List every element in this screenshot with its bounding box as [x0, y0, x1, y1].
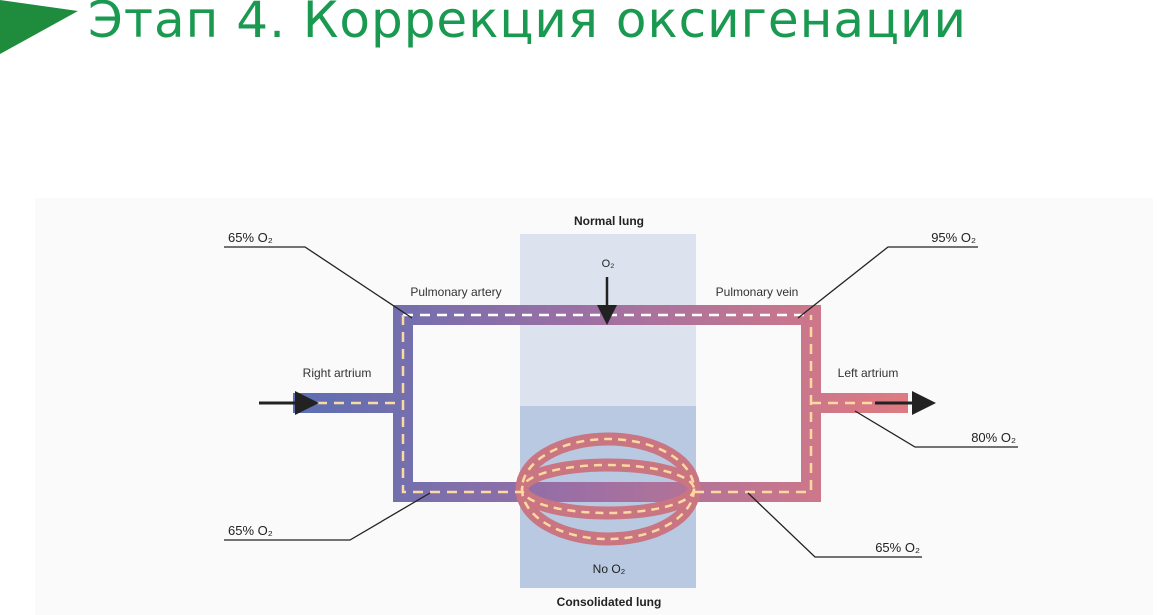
slide-title: Этап 4. Коррекция оксигенации [88, 0, 968, 49]
saturation-lower-right: 65% O₂ [875, 540, 920, 555]
normal-lung-label: Normal lung [574, 214, 644, 228]
pulmonary-vein-label: Pulmonary vein [716, 285, 799, 299]
no-o2-label: No O₂ [593, 562, 626, 576]
o2-label: O₂ [602, 258, 615, 270]
saturation-pulmonary-artery: 65% O₂ [228, 230, 273, 245]
saturation-lower-left: 65% O₂ [228, 523, 273, 538]
right-atrium-label: Right artrium [303, 366, 372, 380]
consolidated-lung-label: Consolidated lung [557, 595, 662, 609]
corner-triangle-marker [0, 0, 78, 54]
saturation-left-atrium-outflow: 80% O₂ [971, 430, 1016, 445]
saturation-pulmonary-vein: 95% O₂ [931, 230, 976, 245]
alveoli-flow-dashes [520, 437, 696, 541]
leader-lines [224, 246, 1018, 558]
pulmonary-artery-label: Pulmonary artery [410, 285, 501, 299]
left-atrium-label: Left artrium [838, 366, 899, 380]
